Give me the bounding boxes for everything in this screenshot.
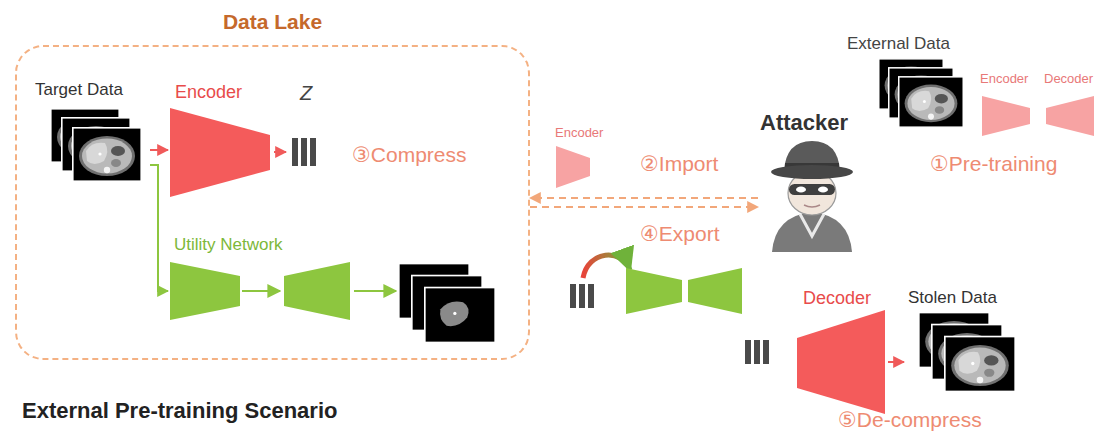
node-label: Decoder <box>803 288 871 309</box>
decoder-trapezoid <box>797 310 885 414</box>
encoder-trapezoid <box>170 108 270 197</box>
caption: External Pre-training Scenario <box>22 398 337 423</box>
pretrain-encoder <box>982 96 1030 136</box>
attacker-figure <box>771 141 853 252</box>
imported-encoder <box>556 146 590 188</box>
node-label: Encoder <box>555 126 603 141</box>
utility-network <box>170 262 396 320</box>
node-label: Encoder <box>175 82 242 103</box>
step-label: ①Pre-training <box>930 152 1057 176</box>
node-label: Target Data <box>35 80 123 100</box>
step-label: ②Import <box>640 152 718 176</box>
latent-bars <box>292 138 316 166</box>
imported-encoder-box: Encoder <box>552 124 616 190</box>
utility-network-box: Utility Network <box>168 233 354 323</box>
flow-arrow <box>530 197 758 199</box>
data-lake-region: Data LakeTarget DataEncoderZUtility Netw… <box>15 45 530 360</box>
ct-stack <box>879 59 963 127</box>
node-label: Attacker <box>760 110 848 135</box>
data-stack: Target Data <box>33 80 150 185</box>
flow-arrow <box>530 206 758 208</box>
region-title: Data Lake <box>223 10 322 34</box>
node-label: Z <box>300 82 312 105</box>
data-stack: Stolen Data <box>904 288 1024 414</box>
encoder-box: Encoder <box>168 80 274 200</box>
flow-arrow <box>150 165 168 291</box>
flow-arrow <box>150 149 168 151</box>
flow-arrow <box>888 361 904 363</box>
step-label: ④Export <box>640 222 720 246</box>
step-label: ③Compress <box>352 143 467 167</box>
export-illustration <box>570 255 742 314</box>
node-label: Decoder <box>1044 72 1093 87</box>
node-label: Utility Network <box>174 235 283 255</box>
node-label: Stolen Data <box>908 288 997 308</box>
latent-bars <box>745 340 769 364</box>
encoder-box: Encoder <box>978 70 1040 138</box>
ct-stack <box>51 109 141 181</box>
mask-stack <box>399 264 495 343</box>
step-label: ⑤De-compress <box>838 408 982 432</box>
pretrain-decoder <box>1046 96 1094 136</box>
ct-stack <box>919 313 1015 392</box>
decoder-box: Decoder <box>1042 70 1098 138</box>
node-label: External Data <box>847 34 950 54</box>
data-stack: External Data <box>845 34 975 132</box>
node-label: Encoder <box>980 72 1028 87</box>
attacker-box: Attacker <box>758 110 872 255</box>
latent-code: Z <box>286 80 326 170</box>
decoder-box: Decoder <box>795 288 888 416</box>
flow-arrow <box>274 151 286 153</box>
